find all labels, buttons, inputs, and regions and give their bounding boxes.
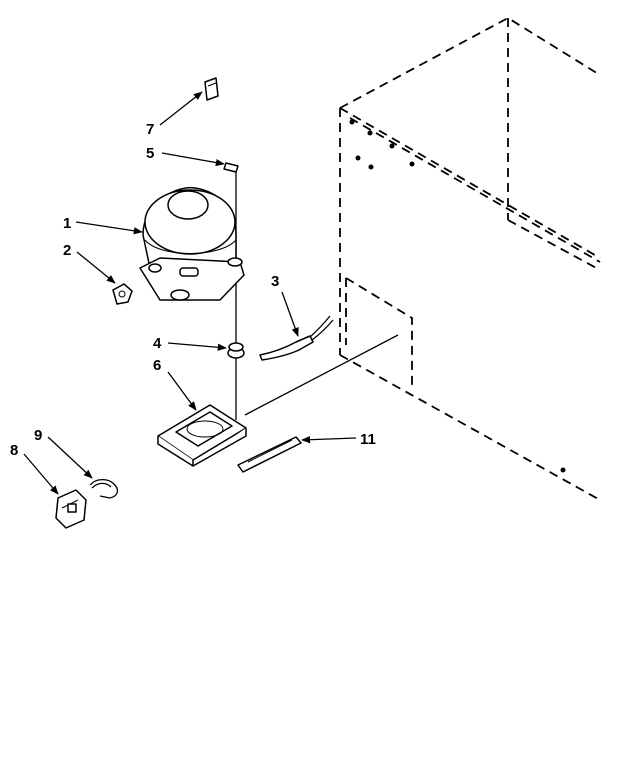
- leader-11: [301, 436, 357, 444]
- leader-7: [159, 91, 203, 126]
- callout-2: 2: [63, 242, 71, 259]
- part-6-base: [157, 404, 247, 467]
- callout-3: 3: [271, 273, 279, 290]
- leader-4: [167, 342, 227, 351]
- mounting-line: [244, 334, 399, 416]
- leader-3: [281, 291, 299, 337]
- leader-6: [167, 371, 197, 411]
- part-5-clip: [223, 162, 239, 173]
- leader-5: [161, 152, 225, 167]
- leader-9: [47, 436, 93, 479]
- callout-11: 11: [360, 431, 376, 448]
- part-1-compressor: [139, 186, 245, 301]
- leader-1: [75, 221, 143, 235]
- part-9-clip: [89, 478, 119, 499]
- callout-8: 8: [10, 442, 18, 459]
- callout-1: 1: [63, 215, 71, 232]
- part-3-wire: [259, 315, 334, 361]
- leader-2: [76, 251, 116, 284]
- part-7-overload: [204, 77, 219, 101]
- callout-4: 4: [153, 335, 162, 352]
- part-2-grommet: [112, 283, 133, 305]
- part-8-terminal: [55, 489, 87, 529]
- cabinet-outline: [339, 16, 601, 501]
- callout-7: 7: [146, 121, 154, 138]
- callout-9: 9: [34, 427, 42, 444]
- part-11-bracket: [237, 436, 302, 473]
- part-4-grommet: [227, 342, 245, 359]
- leader-8: [23, 453, 59, 495]
- callout-6: 6: [153, 357, 161, 374]
- callout-5: 5: [146, 145, 154, 162]
